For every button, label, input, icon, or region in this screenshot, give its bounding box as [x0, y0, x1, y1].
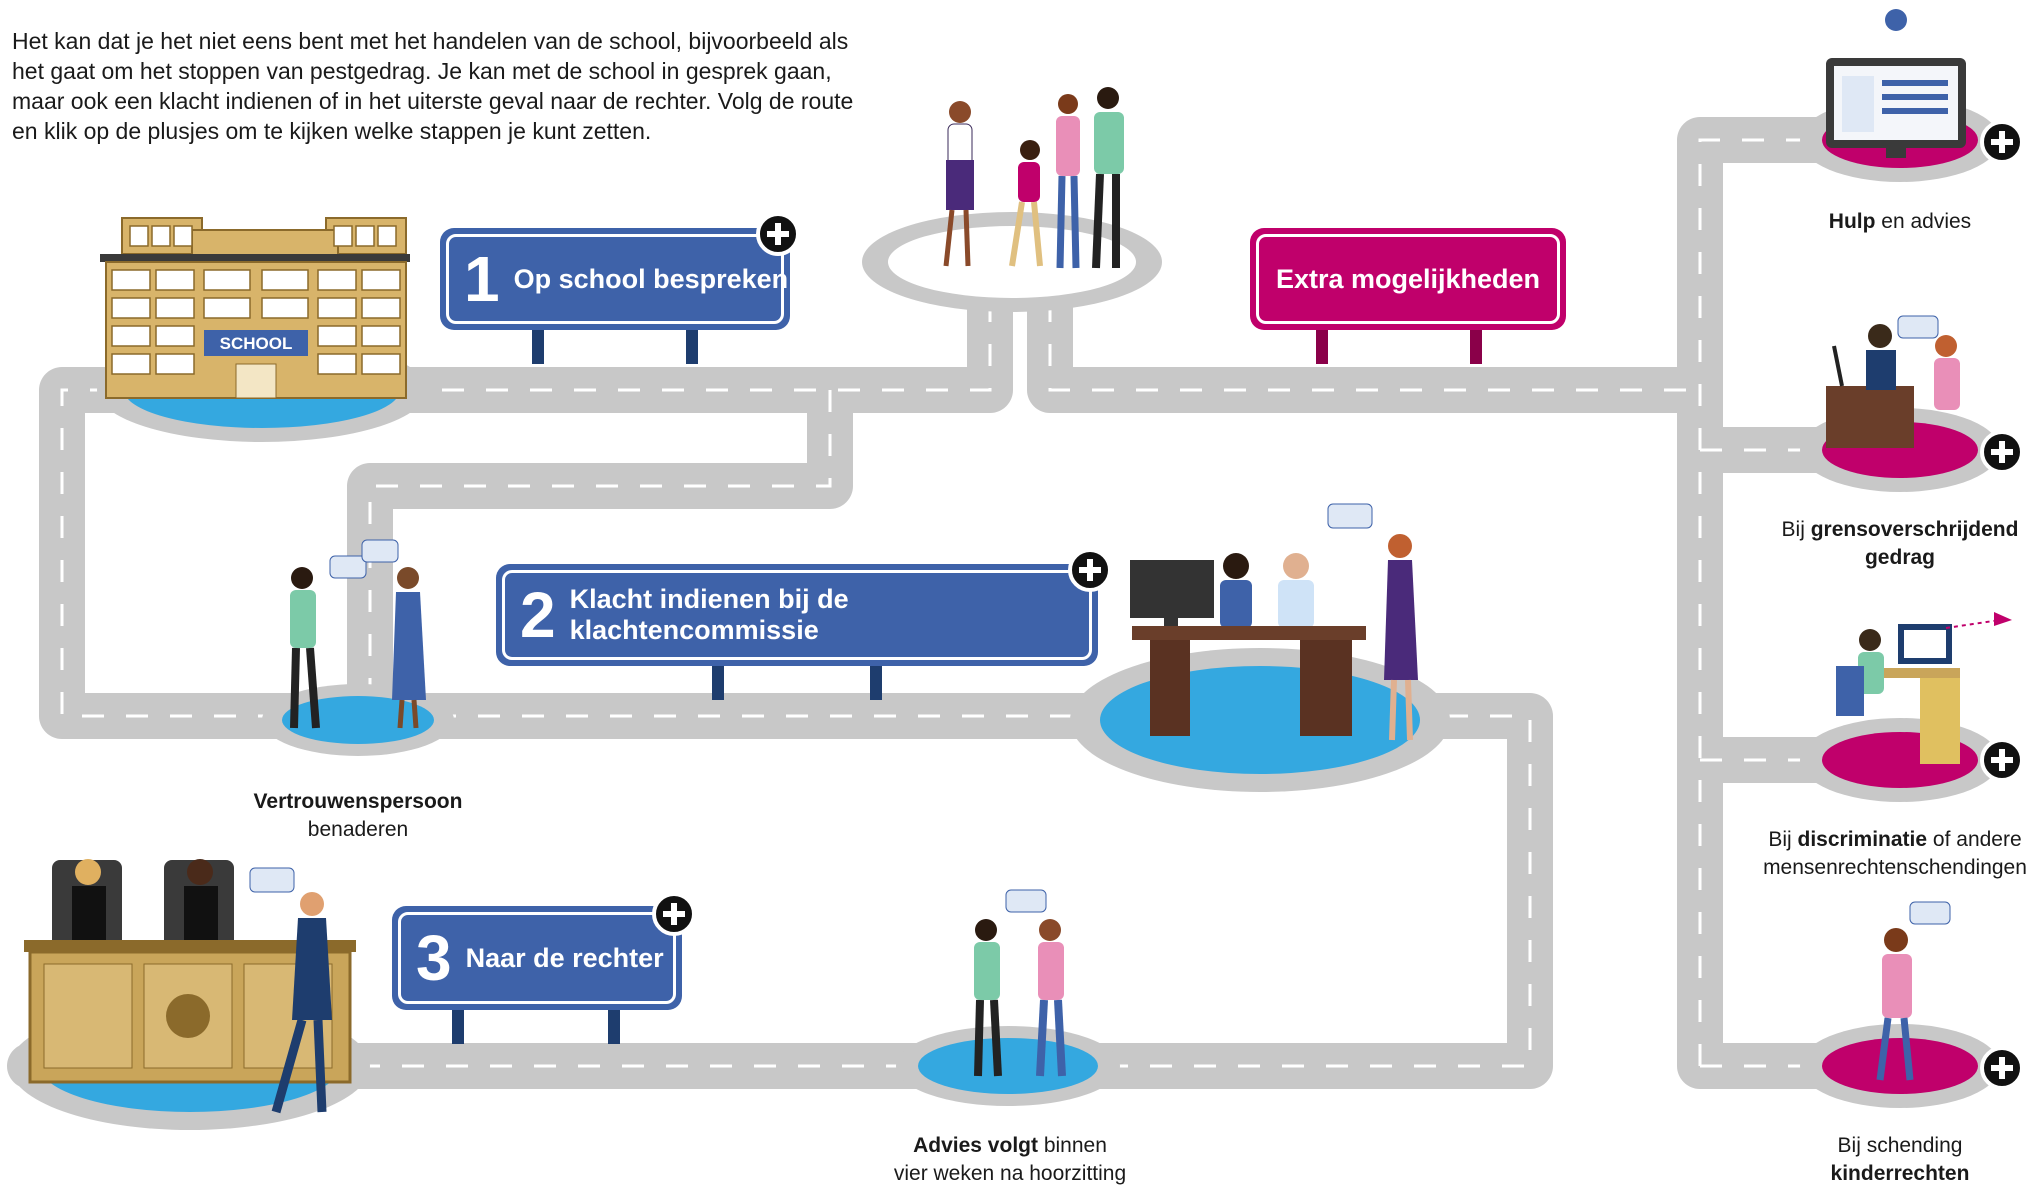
family-group-illustration — [943, 87, 1124, 269]
label-advies: Advies volgt binnen vier weken na hoorzi… — [860, 1132, 1160, 1188]
sign-step-3-label: Naar de rechter — [465, 942, 664, 973]
label-kinder-bold: kinderrechten — [1830, 1162, 1970, 1185]
kinder-phone-illustration — [1876, 901, 1951, 1081]
vertrouwen-platform — [262, 684, 454, 756]
plus-button-step-1[interactable] — [756, 212, 800, 256]
grens-office-illustration — [1826, 315, 1960, 448]
plus-button-grens[interactable] — [1980, 430, 2024, 474]
label-grens-pre: Bij — [1781, 518, 1811, 541]
plus-button-kinderrechten[interactable] — [1980, 1046, 2024, 1090]
label-hulp: Hulp en advies — [1800, 208, 2000, 236]
sign-step-3: 3 Naar de rechter — [392, 906, 682, 1010]
label-discr-rest: of andere — [1927, 828, 2022, 851]
extra-sign-posts — [1316, 328, 1482, 364]
label-grens-bold2: gedrag — [1864, 546, 1935, 569]
label-grens: Bij grensoverschrijdend gedrag — [1760, 516, 2038, 572]
sign-extra-label: Extra mogelijkheden — [1275, 263, 1541, 294]
hulp-computer-illustration — [1826, 9, 1966, 158]
label-vertrouwenspersoon: Vertrouwenspersoon benaderen — [238, 788, 478, 844]
intro-text: Het kan dat je het niet eens bent met he… — [12, 28, 854, 144]
label-advies-rest1: binnen — [1037, 1134, 1107, 1157]
label-discr-bold: discriminatie — [1797, 828, 1928, 851]
sign-step-2-label: Klacht indienen bij de klachtencommissie — [569, 584, 849, 645]
plus-button-step-3[interactable] — [652, 892, 696, 936]
kinder-platform — [1800, 1024, 2000, 1108]
school-sign-text: SCHOOL — [220, 334, 293, 353]
label-kinderrechten: Bij schending kinderrechten — [1800, 1132, 2000, 1188]
sign-step-1-label: Op school bespreken — [513, 263, 789, 294]
sign-posts — [452, 328, 882, 1044]
sign-step-1-number: 1 — [464, 243, 500, 315]
label-discr-rest2: mensenrechtenschendingen — [1763, 856, 2027, 879]
sign-step-2: 2 Klacht indienen bij de klachtencommiss… — [496, 564, 1098, 666]
label-hulp-bold: Hulp — [1828, 210, 1876, 233]
plus-button-discriminatie[interactable] — [1980, 738, 2024, 782]
vertrouwenspersoon-illustration — [290, 539, 426, 729]
advies-illustration — [974, 889, 1066, 1077]
school-building-illustration: SCHOOL — [100, 217, 410, 399]
label-vertrouwenspersoon-rest: benaderen — [307, 818, 409, 841]
discr-platform — [1800, 718, 2000, 802]
sign-step-3-number: 3 — [416, 922, 452, 994]
label-kinder-pre: Bij schending — [1837, 1134, 1963, 1157]
label-advies-rest2: vier weken na hoorzitting — [893, 1162, 1127, 1185]
sign-extra-mogelijkheden: Extra mogelijkheden — [1250, 228, 1566, 330]
label-discriminatie: Bij discriminatie of andere mensenrechte… — [1752, 826, 2038, 882]
rechtbank-illustration — [24, 859, 356, 1114]
advies-platform — [896, 1026, 1120, 1106]
label-advies-bold: Advies volgt — [913, 1134, 1038, 1157]
sign-step-2-number: 2 — [520, 579, 556, 651]
label-discr-pre: Bij — [1768, 828, 1798, 851]
discr-desk-illustration — [1836, 612, 2012, 764]
sign-step-1: 1 Op school bespreken — [440, 228, 790, 330]
label-grens-bold: grensoverschrijdend — [1810, 518, 2019, 541]
plus-button-step-2[interactable] — [1068, 548, 1112, 592]
klachtencommissie-illustration — [1130, 503, 1418, 741]
label-vertrouwenspersoon-bold: Vertrouwenspersoon — [253, 790, 463, 813]
plus-button-hulp[interactable] — [1980, 120, 2024, 164]
label-hulp-rest: en advies — [1875, 210, 1972, 233]
